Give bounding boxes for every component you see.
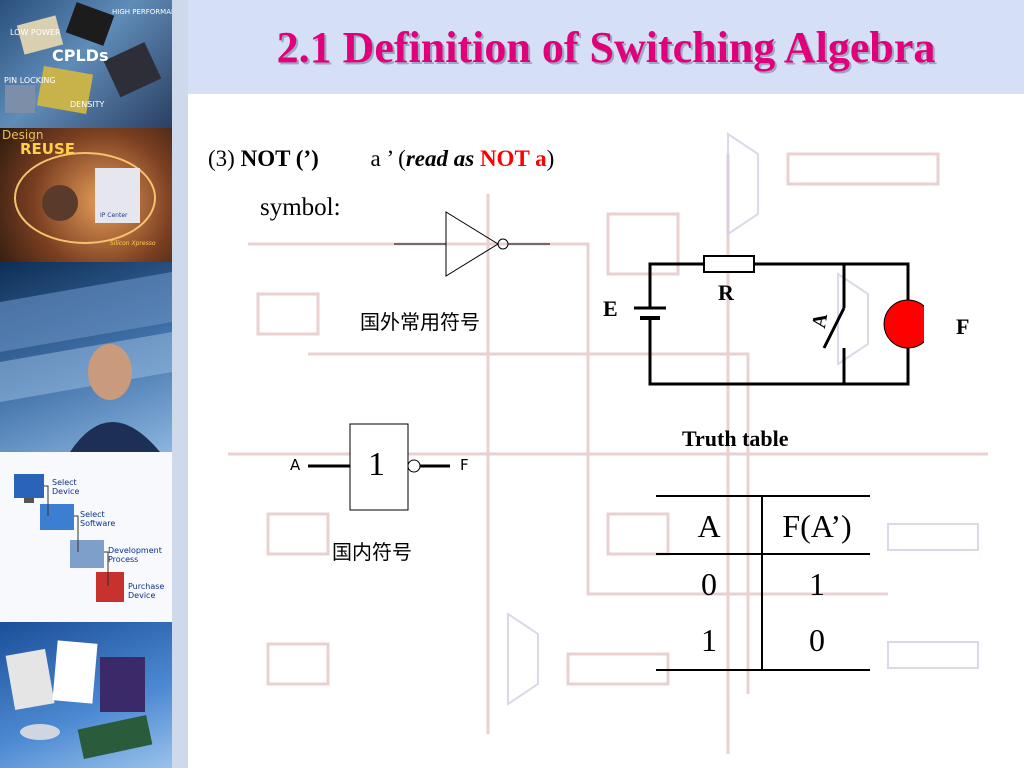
monitor-icon [14, 474, 44, 503]
battery-label: E [603, 296, 618, 321]
tile-label-density: DENSITY [70, 100, 105, 109]
tile-label-cplds: CPLDs [52, 46, 109, 65]
not-a-text: NOT a [479, 146, 547, 171]
truth-table-cell: 0 [701, 566, 717, 602]
lamp-label: F [956, 314, 970, 339]
title-bar: 2.1 Definition of Switching Algebra [188, 0, 1024, 94]
cpld-chips-tile: LOW POWER CPLDs PIN LOCKING DENSITY HIGH… [0, 0, 172, 128]
design-reuse-illustration [14, 152, 156, 244]
businesswoman-photo-tile [0, 262, 172, 452]
flow-item-select-device: Select Device [52, 478, 80, 496]
lamp-symbol [883, 299, 924, 349]
not-gate-symbol-domestic [308, 423, 450, 511]
tile-label-design: Design [2, 128, 44, 142]
gate-box-text: 1 [368, 446, 385, 483]
truth-table-cell: 0 [809, 622, 825, 658]
software-boxes-tile [0, 622, 172, 768]
software-boxes-illustration [5, 640, 153, 759]
businesswoman-illustration [0, 272, 172, 452]
truth-table-lines [656, 495, 870, 671]
gate-output-label: F [460, 456, 469, 474]
page-title: 2.1 Definition of Switching Algebra [276, 23, 936, 72]
not-operator: NOT (’) [240, 146, 319, 171]
chips-illustration [5, 2, 162, 115]
flow-item-select-software: Select Software [80, 510, 116, 528]
tile-label-low-power: LOW POWER [10, 28, 61, 37]
purchase-icon [96, 572, 124, 602]
flow-item-purchase-device: Purchase Device [128, 582, 165, 600]
flow-item-development-process: Development Process [108, 546, 162, 564]
design-reuse-tile: Design REUSE IP Center Silicon Xpresso [0, 128, 172, 262]
resistor-symbol [703, 255, 755, 273]
resistor-label: R [718, 280, 734, 305]
tile-label-pin-locking: PIN LOCKING [4, 76, 56, 85]
truth-table-cell: 1 [809, 566, 825, 602]
not-gate-symbol-foreign [394, 211, 550, 277]
tile-label-high-performance: HIGH PERFORMANCE [112, 8, 172, 16]
gate-input-label: A [290, 456, 301, 474]
not-prefix: (3) [208, 146, 241, 171]
symbol-label: symbol: [260, 194, 341, 221]
switch-blade [822, 307, 846, 349]
read-as-text: read as [405, 146, 480, 171]
tile-label-ip-center: IP Center [100, 212, 128, 219]
tile-label-silicon-xpresso: Silicon Xpresso [110, 240, 156, 247]
not-close-paren: ) [546, 146, 555, 171]
process-flow-illustration [14, 474, 124, 602]
flowchart-icon [70, 540, 104, 568]
not-expression: a ’ ( [370, 146, 406, 171]
truth-table-cell: 1 [701, 622, 717, 658]
truth-table-title: Truth table [682, 426, 789, 451]
sidebar: LOW POWER CPLDs PIN LOCKING DENSITY HIGH… [0, 0, 172, 768]
background-schematic [228, 132, 988, 754]
software-disk-icon [40, 504, 74, 530]
tile-label-reuse: REUSE [20, 140, 76, 158]
foreign-symbol-label: 国外常用符号 [360, 310, 480, 334]
domestic-symbol-label: 国内符号 [332, 540, 412, 564]
truth-table-header-fa: F(A’) [782, 508, 852, 544]
not-definition-line: (3) NOT (’) a ’ (read as NOT a) [208, 146, 554, 172]
truth-table-header-a: A [697, 508, 721, 544]
switch-circuit [634, 255, 924, 386]
slide-content: (3) NOT (’) a ’ (read as NOT a) symbol: … [188, 94, 1024, 768]
sidebar-divider [172, 0, 188, 768]
process-flow-tile: Select Device Select Software Developmen… [0, 452, 172, 622]
